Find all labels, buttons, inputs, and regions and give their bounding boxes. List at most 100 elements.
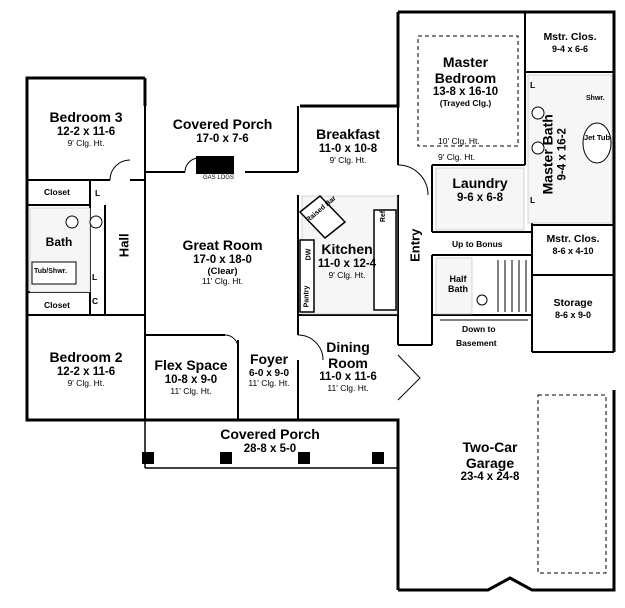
room-name: Mstr. Clos.	[546, 233, 600, 245]
covered-porch-front-label: Covered Porch 28-8 x 5-0	[190, 426, 350, 456]
room-name: Kitchen	[321, 241, 373, 257]
entry-steps	[397, 354, 421, 401]
closet-upper-label: Closet	[44, 187, 70, 197]
room-size: 9-4 x 6-6	[551, 43, 589, 54]
room-name: Flex Space	[154, 357, 228, 373]
room-detail: (Trayed Clg.)	[439, 98, 492, 109]
room-size: 9-6 x 6-8	[456, 191, 504, 204]
room-name-line2: Garage	[465, 454, 515, 471]
room-name: Bath	[45, 235, 73, 249]
room-size: 11-0 x 10-8	[318, 142, 378, 155]
pantry-label: Pantry	[303, 285, 311, 308]
interior-walls	[27, 12, 614, 420]
dining-room-label: Dining Room 11-0 x 11-6 11' Clg. Ht.	[300, 339, 396, 394]
porch-column-1	[142, 452, 154, 464]
room-size: 12-2 x 11-6	[56, 125, 116, 138]
tub-shower-label: Tub/Shwr.	[34, 268, 67, 275]
master-bedroom-label: Master Bedroom 13-8 x 16-10 (Trayed Clg.…	[408, 54, 523, 109]
room-name: Foyer	[249, 351, 289, 367]
shower-label: Shwr.	[586, 95, 605, 102]
ceiling-height: 9' Clg. Ht.	[328, 269, 366, 280]
linen-mb-label-2: L	[530, 195, 536, 205]
porch-column-4	[372, 452, 384, 464]
room-size: 10-8 x 9-0	[164, 373, 218, 386]
room-name-line1: Half	[449, 274, 467, 284]
breakfast-label: Breakfast 11-0 x 10-8 9' Clg. Ht.	[300, 126, 396, 165]
front-porch	[142, 420, 398, 469]
ceiling-height: 11' Clg. Ht.	[201, 276, 244, 287]
ceiling-height: 9' Clg. Ht.	[67, 137, 105, 148]
jet-tub-label: Jet Tub	[583, 133, 611, 142]
refrigerator-label: Ref.	[380, 208, 388, 223]
stairs	[440, 260, 528, 321]
great-room-label: Great Room 17-0 x 18-0 (Clear) 11' Clg. …	[150, 237, 295, 287]
room-name: Breakfast	[316, 126, 380, 142]
hall-label: Hall	[116, 225, 133, 265]
room-size: 28-8 x 5-0	[243, 442, 297, 455]
down-to-basement-line1: Down to	[462, 324, 496, 334]
room-size: 8-6 x 9-0	[554, 309, 592, 320]
ceiling-height: 11' Clg. Ht.	[248, 377, 290, 388]
master-closet-top-label: Mstr. Clos. 9-4 x 6-6	[528, 31, 612, 54]
garage-label: Two-Car Garage 23-4 x 24-8	[430, 439, 550, 484]
laundry-label: Laundry 9-6 x 6-8	[436, 175, 524, 205]
foyer-label: Foyer 6-0 x 9-0 11' Clg. Ht.	[240, 351, 298, 388]
room-size: 11-0 x 11-6	[319, 371, 377, 384]
exterior-walls	[25, 10, 616, 592]
room-size: 6-0 x 9-0	[248, 367, 290, 379]
linen-mb-label-1: L	[530, 80, 536, 90]
room-name-line2: Bath	[448, 284, 468, 295]
garage-door-outline	[537, 394, 607, 574]
storage-label: Storage 8-6 x 9-0	[533, 297, 613, 320]
fireplace	[196, 156, 234, 174]
room-name: Entry	[407, 228, 423, 262]
bedroom2-label: Bedroom 2 12-2 x 11-6 9' Clg. Ht.	[30, 349, 142, 388]
room-name-line2: Bedroom	[434, 69, 497, 86]
entry-label: Entry	[407, 223, 424, 267]
linen-label-1: L	[95, 188, 101, 198]
room-name: Laundry	[452, 175, 508, 191]
room-name: Covered Porch	[172, 116, 273, 132]
room-size: 11-0 x 12-4	[317, 257, 377, 270]
room-name: Hall	[116, 233, 132, 258]
ceiling-height: 11' Clg. Ht.	[170, 385, 212, 396]
room-name: Master Bath	[539, 114, 556, 195]
ceiling-height: 9' Clg. Ht.	[329, 154, 367, 165]
room-size: 17-0 x 7-6	[196, 132, 249, 145]
room-name: Bedroom 2	[49, 349, 123, 365]
linen-label-2: L	[92, 272, 98, 282]
room-name: Storage	[553, 297, 593, 309]
master-bath-label: Master Bath 9-4 x 16-2	[539, 104, 570, 204]
room-size: 23-4 x 24-8	[460, 471, 520, 484]
room-size: 17-0 x 18-0	[193, 253, 252, 266]
room-size: 9-4 x 16-2	[556, 128, 569, 181]
flex-space-label: Flex Space 10-8 x 9-0 11' Clg. Ht.	[146, 357, 236, 396]
master-closet-bottom-label: Mstr. Clos. 8-6 x 4-10	[533, 233, 613, 256]
sinks	[31, 106, 612, 306]
master-ceiling-a: 10' Clg. Ht.	[438, 136, 480, 146]
room-name: Great Room	[182, 237, 263, 253]
down-to-basement-line2: Basement	[456, 338, 497, 348]
master-ceiling-b: 9' Clg. Ht.	[438, 152, 476, 162]
kitchen-counters	[298, 194, 397, 313]
gas-logs-label: GAS LOGS	[203, 175, 235, 181]
room-size: 12-2 x 11-6	[56, 365, 116, 378]
closet-lower-label: Closet	[44, 300, 70, 310]
porch-column-2	[220, 452, 232, 464]
ceiling-height: 9' Clg. Ht.	[67, 377, 105, 388]
ceiling-height: 11' Clg. Ht.	[327, 383, 369, 394]
tray-ceiling-outline	[417, 35, 519, 147]
room-name-line1: Master	[442, 54, 489, 70]
room-size: 8-6 x 4-10	[552, 245, 594, 256]
dishwasher-label: DW	[305, 248, 313, 261]
porch-column-3	[298, 452, 310, 464]
room-size: 13-8 x 16-10	[432, 86, 499, 99]
bath-label: Bath	[30, 235, 88, 249]
room-detail: (Clear)	[207, 265, 238, 277]
room-name: Bedroom 3	[49, 109, 123, 125]
room-name: Covered Porch	[220, 426, 320, 442]
up-to-bonus-label: Up to Bonus	[452, 239, 503, 249]
kitchen-label: Kitchen 11-0 x 12-4 9' Clg. Ht.	[316, 241, 378, 280]
room-name-line2: Room	[328, 354, 368, 371]
